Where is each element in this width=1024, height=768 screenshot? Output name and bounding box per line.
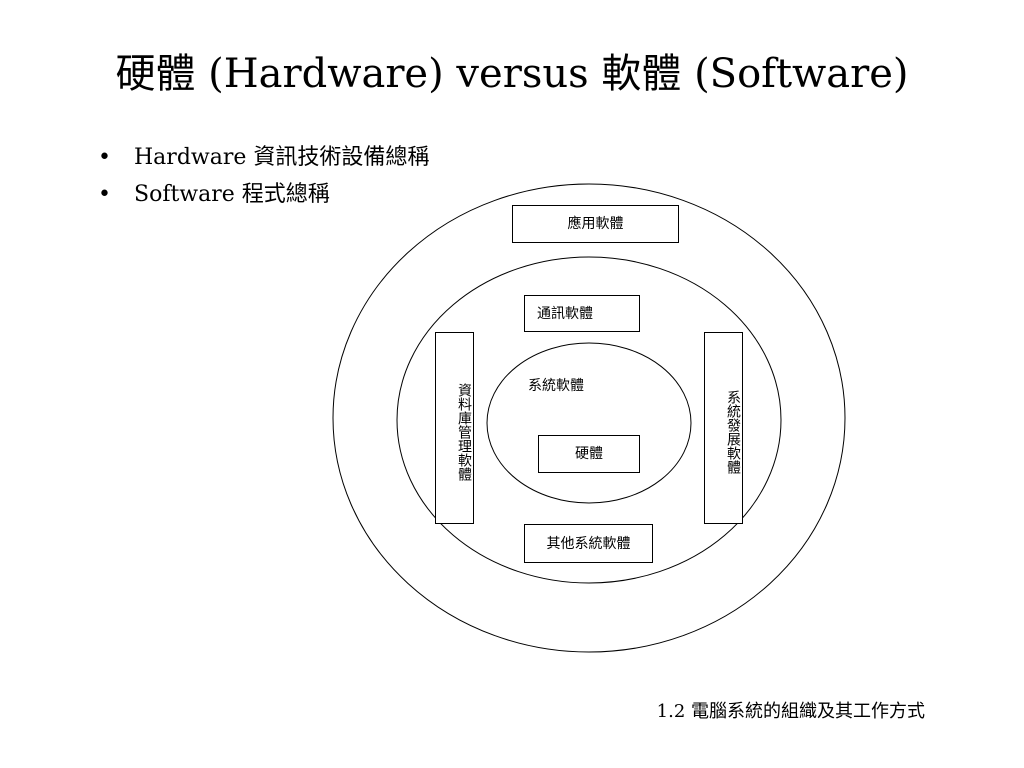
inner-ring-system-software-core — [486, 342, 692, 504]
slide-title: 硬體 (Hardware) versus 軟體 (Software) — [115, 51, 909, 97]
communication-software-box: 通訊軟體 — [524, 295, 640, 332]
bullet-text-hardware: Hardware 資訊技術設備總稱 — [134, 145, 430, 170]
application-software-box: 應用軟體 — [512, 205, 679, 243]
bullet-marker: • — [98, 182, 111, 207]
other-system-software-box: 其他系統軟體 — [524, 524, 653, 563]
bullet-list: • Hardware 資訊技術設備總稱 • Software 程式總稱 — [92, 139, 429, 213]
bullet-item-software: • Software 程式總稱 — [92, 176, 429, 213]
bullet-text-software: Software 程式總稱 — [134, 182, 330, 207]
database-management-software-label: 資料庫管理軟體 — [456, 383, 472, 481]
bullet-marker: • — [98, 145, 111, 170]
hardware-box: 硬體 — [538, 435, 640, 473]
outer-ring-application-layer — [332, 183, 846, 653]
middle-ring-system-software-layer — [396, 256, 782, 584]
bullet-item-hardware: • Hardware 資訊技術設備總稱 — [92, 139, 429, 176]
system-development-software-box: 系統發展軟體 — [704, 332, 743, 524]
database-management-software-box: 資料庫管理軟體 — [435, 332, 474, 524]
system-software-label: 系統軟體 — [528, 378, 584, 394]
slide-footer: 1.2 電腦系統的組織及其工作方式 — [656, 701, 925, 722]
system-development-software-label: 系統發展軟體 — [725, 390, 741, 474]
